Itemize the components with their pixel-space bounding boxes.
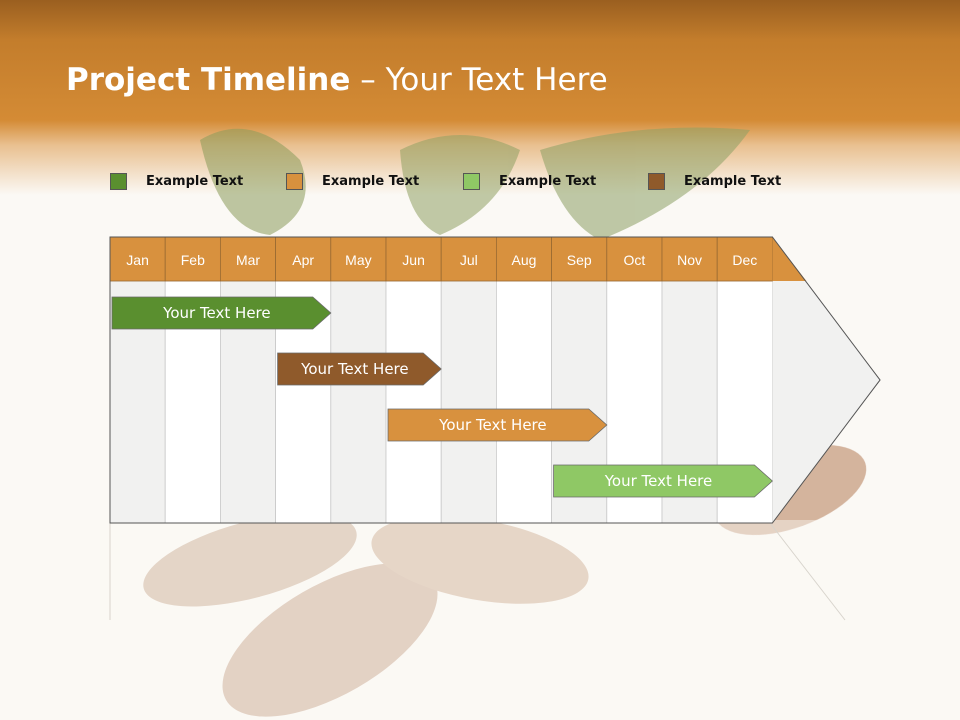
legend-label-4: Example Text xyxy=(684,173,782,189)
task-bar-1: Your Text Here xyxy=(111,296,332,330)
month-header-oct xyxy=(606,236,663,282)
legend-label-2: Example Text xyxy=(322,173,420,189)
task-arrow-1 xyxy=(111,296,332,330)
month-label-feb: Feb xyxy=(181,252,205,268)
arrow-tip-area xyxy=(772,281,880,523)
month-label-jul: Jul xyxy=(460,252,478,268)
month-header-nov xyxy=(661,236,718,282)
month-header-sep xyxy=(551,236,608,282)
legend-item-1: Example Text xyxy=(110,170,243,192)
month-label-sep: Sep xyxy=(567,252,592,268)
month-column-jul xyxy=(440,280,497,524)
legend-label-3: Example Text xyxy=(499,173,597,189)
month-label-nov: Nov xyxy=(677,252,702,268)
task-arrow-2 xyxy=(277,352,442,386)
month-label-apr: Apr xyxy=(292,252,314,268)
task-arrow-3 xyxy=(387,408,608,442)
task-label-2: Your Text Here xyxy=(300,360,408,378)
legend-item-2: Example Text xyxy=(286,170,419,192)
timeline-arrow-outline xyxy=(109,236,881,524)
legend-item-3: Example Text xyxy=(463,170,596,192)
month-column-may xyxy=(330,280,387,524)
month-header-feb xyxy=(164,236,221,282)
slide-title: Project Timeline – Your Text Here xyxy=(66,62,608,98)
month-header-jun xyxy=(385,236,442,282)
month-label-aug: Aug xyxy=(512,252,537,268)
legend-swatch-2 xyxy=(286,172,303,190)
month-header-mar xyxy=(219,236,276,282)
month-label-jun: Jun xyxy=(402,252,425,268)
title-subtitle: – Your Text Here xyxy=(350,62,608,98)
task-bar-3: Your Text Here xyxy=(387,408,608,442)
task-label-1: Your Text Here xyxy=(162,304,270,322)
month-header-dec xyxy=(716,236,773,282)
month-header-may xyxy=(330,236,387,282)
month-header-jan xyxy=(109,236,166,282)
title-main: Project Timeline xyxy=(66,62,351,98)
month-label-may: May xyxy=(345,252,371,268)
month-column-aug xyxy=(495,280,552,524)
month-label-mar: Mar xyxy=(236,252,260,268)
legend-label-1: Example Text xyxy=(146,173,244,189)
legend-swatch-4 xyxy=(648,172,665,190)
month-header-jul xyxy=(440,236,497,282)
task-bar-4: Your Text Here xyxy=(553,464,774,498)
month-label-oct: Oct xyxy=(624,252,646,268)
task-label-4: Your Text Here xyxy=(604,472,712,490)
month-label-dec: Dec xyxy=(732,252,757,268)
task-arrow-4 xyxy=(553,464,774,498)
legend-swatch-3 xyxy=(463,172,480,190)
month-label-jan: Jan xyxy=(126,252,149,268)
legend-item-4: Example Text xyxy=(648,170,781,192)
legend-swatch-1 xyxy=(110,172,127,190)
month-column-jun xyxy=(385,280,442,524)
task-label-3: Your Text Here xyxy=(438,416,546,434)
month-header-aug xyxy=(495,236,552,282)
task-bar-2: Your Text Here xyxy=(277,352,442,386)
